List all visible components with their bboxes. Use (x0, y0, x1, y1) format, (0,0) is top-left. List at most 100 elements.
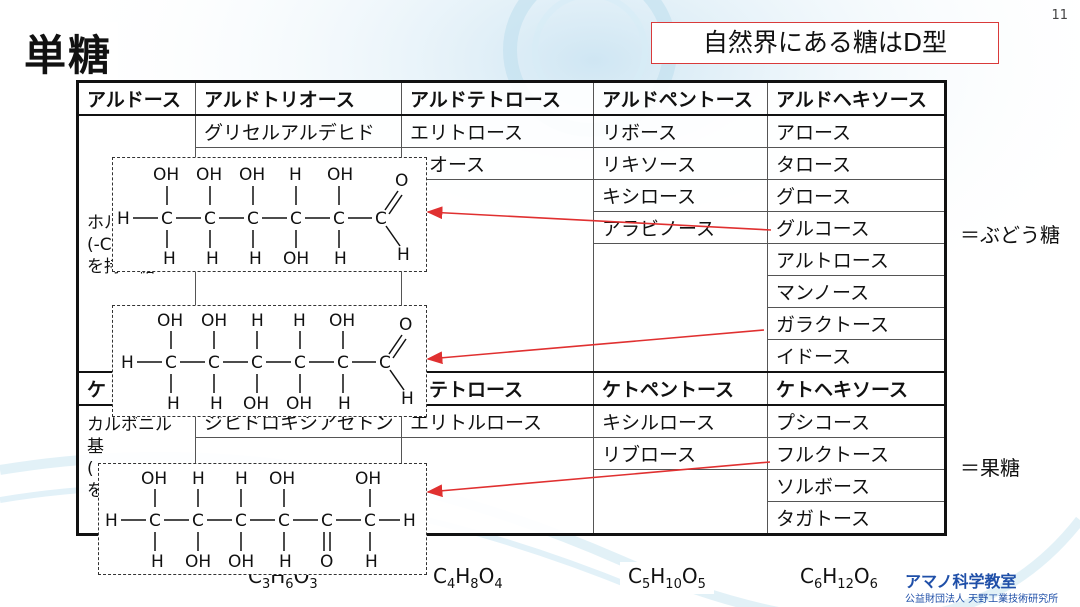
atom-label: OH (239, 165, 265, 185)
table-cell (401, 275, 594, 308)
table-cell (401, 243, 594, 276)
table-cell (401, 437, 594, 470)
atom-label: H (251, 311, 264, 331)
atom-label: OH (243, 394, 269, 414)
atom-label: C (208, 353, 220, 373)
table-cell: タロース (767, 147, 946, 180)
atom-label: H (397, 245, 410, 265)
atom-label: OH (141, 469, 167, 489)
atom-label: H (338, 394, 351, 414)
atom-label: H (121, 353, 134, 373)
atom-label: O (395, 171, 408, 191)
desc-line: カルボニル基 (87, 415, 172, 457)
formula-c5: C5H10O5 (620, 562, 714, 594)
atom-label: OH (329, 311, 355, 331)
atom-label: H (151, 552, 164, 572)
table-cell: ガラクトース (767, 307, 946, 340)
atom-label: C (192, 511, 204, 531)
atom-label: OH (283, 249, 309, 269)
table-cell (401, 307, 594, 340)
table-cell: タガトース (767, 501, 946, 535)
table-cell (401, 179, 594, 212)
table-cell: リボース (593, 114, 768, 148)
atom-label: C (337, 353, 349, 373)
atom-label: H (279, 552, 292, 572)
table-cell: リブロース (593, 437, 768, 470)
table-cell: ソルボース (767, 469, 946, 502)
atom-label: H (249, 249, 262, 269)
table-cell: フルクトース (767, 437, 946, 470)
table-cell: キシロース (593, 179, 768, 212)
footer-sub: 公益財団法人 天野工業技術研究所 (905, 594, 1059, 605)
note-box: 自然界にある糖はD型 (651, 22, 999, 64)
table-cell (593, 501, 768, 535)
table-cell (593, 469, 768, 502)
table-cell: アルトロース (767, 243, 946, 276)
desc-line: ( (87, 459, 94, 479)
atom-label: OH (185, 552, 211, 572)
table-cell: イドース (767, 339, 946, 373)
atom-label: C (165, 353, 177, 373)
atom-label: C (333, 209, 345, 229)
table-cell (401, 339, 594, 372)
atom-label: C (321, 511, 333, 531)
aldose-header-row: アルドース アルドトリオース アルドテトロース アルドペントース アルドヘキソー… (77, 81, 946, 116)
galactose-structure-drawing: OH OH H H OH H C C C C C C O H H H OH OH… (121, 311, 414, 414)
atom-label: H (206, 249, 219, 269)
table-cell (401, 501, 594, 535)
header-cell: アルドペントース (593, 81, 768, 116)
atom-label: C (251, 353, 263, 373)
header-cell: アルドヘキソース (767, 81, 946, 116)
atom-label: OH (269, 469, 295, 489)
atom-label: H (105, 511, 118, 531)
page-number: 11 (1051, 8, 1068, 23)
atom-label: C (294, 353, 306, 373)
fructose-annotation: ＝果糖 (960, 456, 1020, 480)
atom-label: H (117, 209, 130, 229)
atom-label: OH (196, 165, 222, 185)
atom-label: OH (153, 165, 179, 185)
atom-label: H (167, 394, 180, 414)
table-cell: マンノース (767, 275, 946, 308)
glucose-structure: OH OH OH H OH H C C C C C C O H H H H OH… (112, 157, 427, 272)
table-cell: エリトロース (401, 114, 594, 148)
atom-label: H (403, 511, 416, 531)
atom-label: H (401, 389, 414, 409)
atom-label: C (290, 209, 302, 229)
table-cell: アロース (767, 114, 946, 148)
atom-label: OH (228, 552, 254, 572)
table-cell (593, 243, 768, 276)
atom-label: H (365, 552, 378, 572)
table-cell (593, 275, 768, 308)
header-cell: ケトペントース (593, 371, 768, 406)
table-cell (195, 275, 402, 308)
atom-label: C (278, 511, 290, 531)
table-row: ホル (-C を持つ糖 グリセルアルデヒド エリトロース リボース アロース (77, 114, 946, 373)
table-cell: キシルロース (593, 404, 768, 438)
atom-label: O (320, 552, 333, 572)
table-cell: アラビノース (593, 211, 768, 244)
formula-c4: C4H8O4 (425, 562, 511, 594)
galactose-structure: OH OH H H OH H C C C C C C O H H H OH OH… (112, 305, 427, 417)
table-cell (401, 211, 594, 244)
table-cell: グリセルアルデヒド (195, 114, 402, 148)
atom-label: C (161, 209, 173, 229)
table-cell (593, 339, 768, 372)
atom-label: C (364, 511, 376, 531)
desc-line: (-C (87, 235, 112, 255)
table-cell: グルコース (767, 211, 946, 244)
atom-label: C (149, 511, 161, 531)
header-cell: アルドトリオース (195, 81, 402, 116)
atom-label: H (210, 394, 223, 414)
page-title: 単糖 (18, 22, 119, 83)
table-row: マンノース (78, 275, 946, 308)
formula-c6: C6H12O6 (792, 562, 886, 594)
atom-label: C (235, 511, 247, 531)
table-cell: レオース (401, 147, 594, 180)
atom-label: H (235, 469, 248, 489)
header-cell: アルドース (77, 81, 196, 116)
atom-label: OH (201, 311, 227, 331)
atom-label: OH (355, 469, 381, 489)
atom-label: C (375, 209, 387, 229)
glucose-structure-drawing: OH OH OH H OH H C C C C C C O H H H H OH… (117, 165, 410, 269)
